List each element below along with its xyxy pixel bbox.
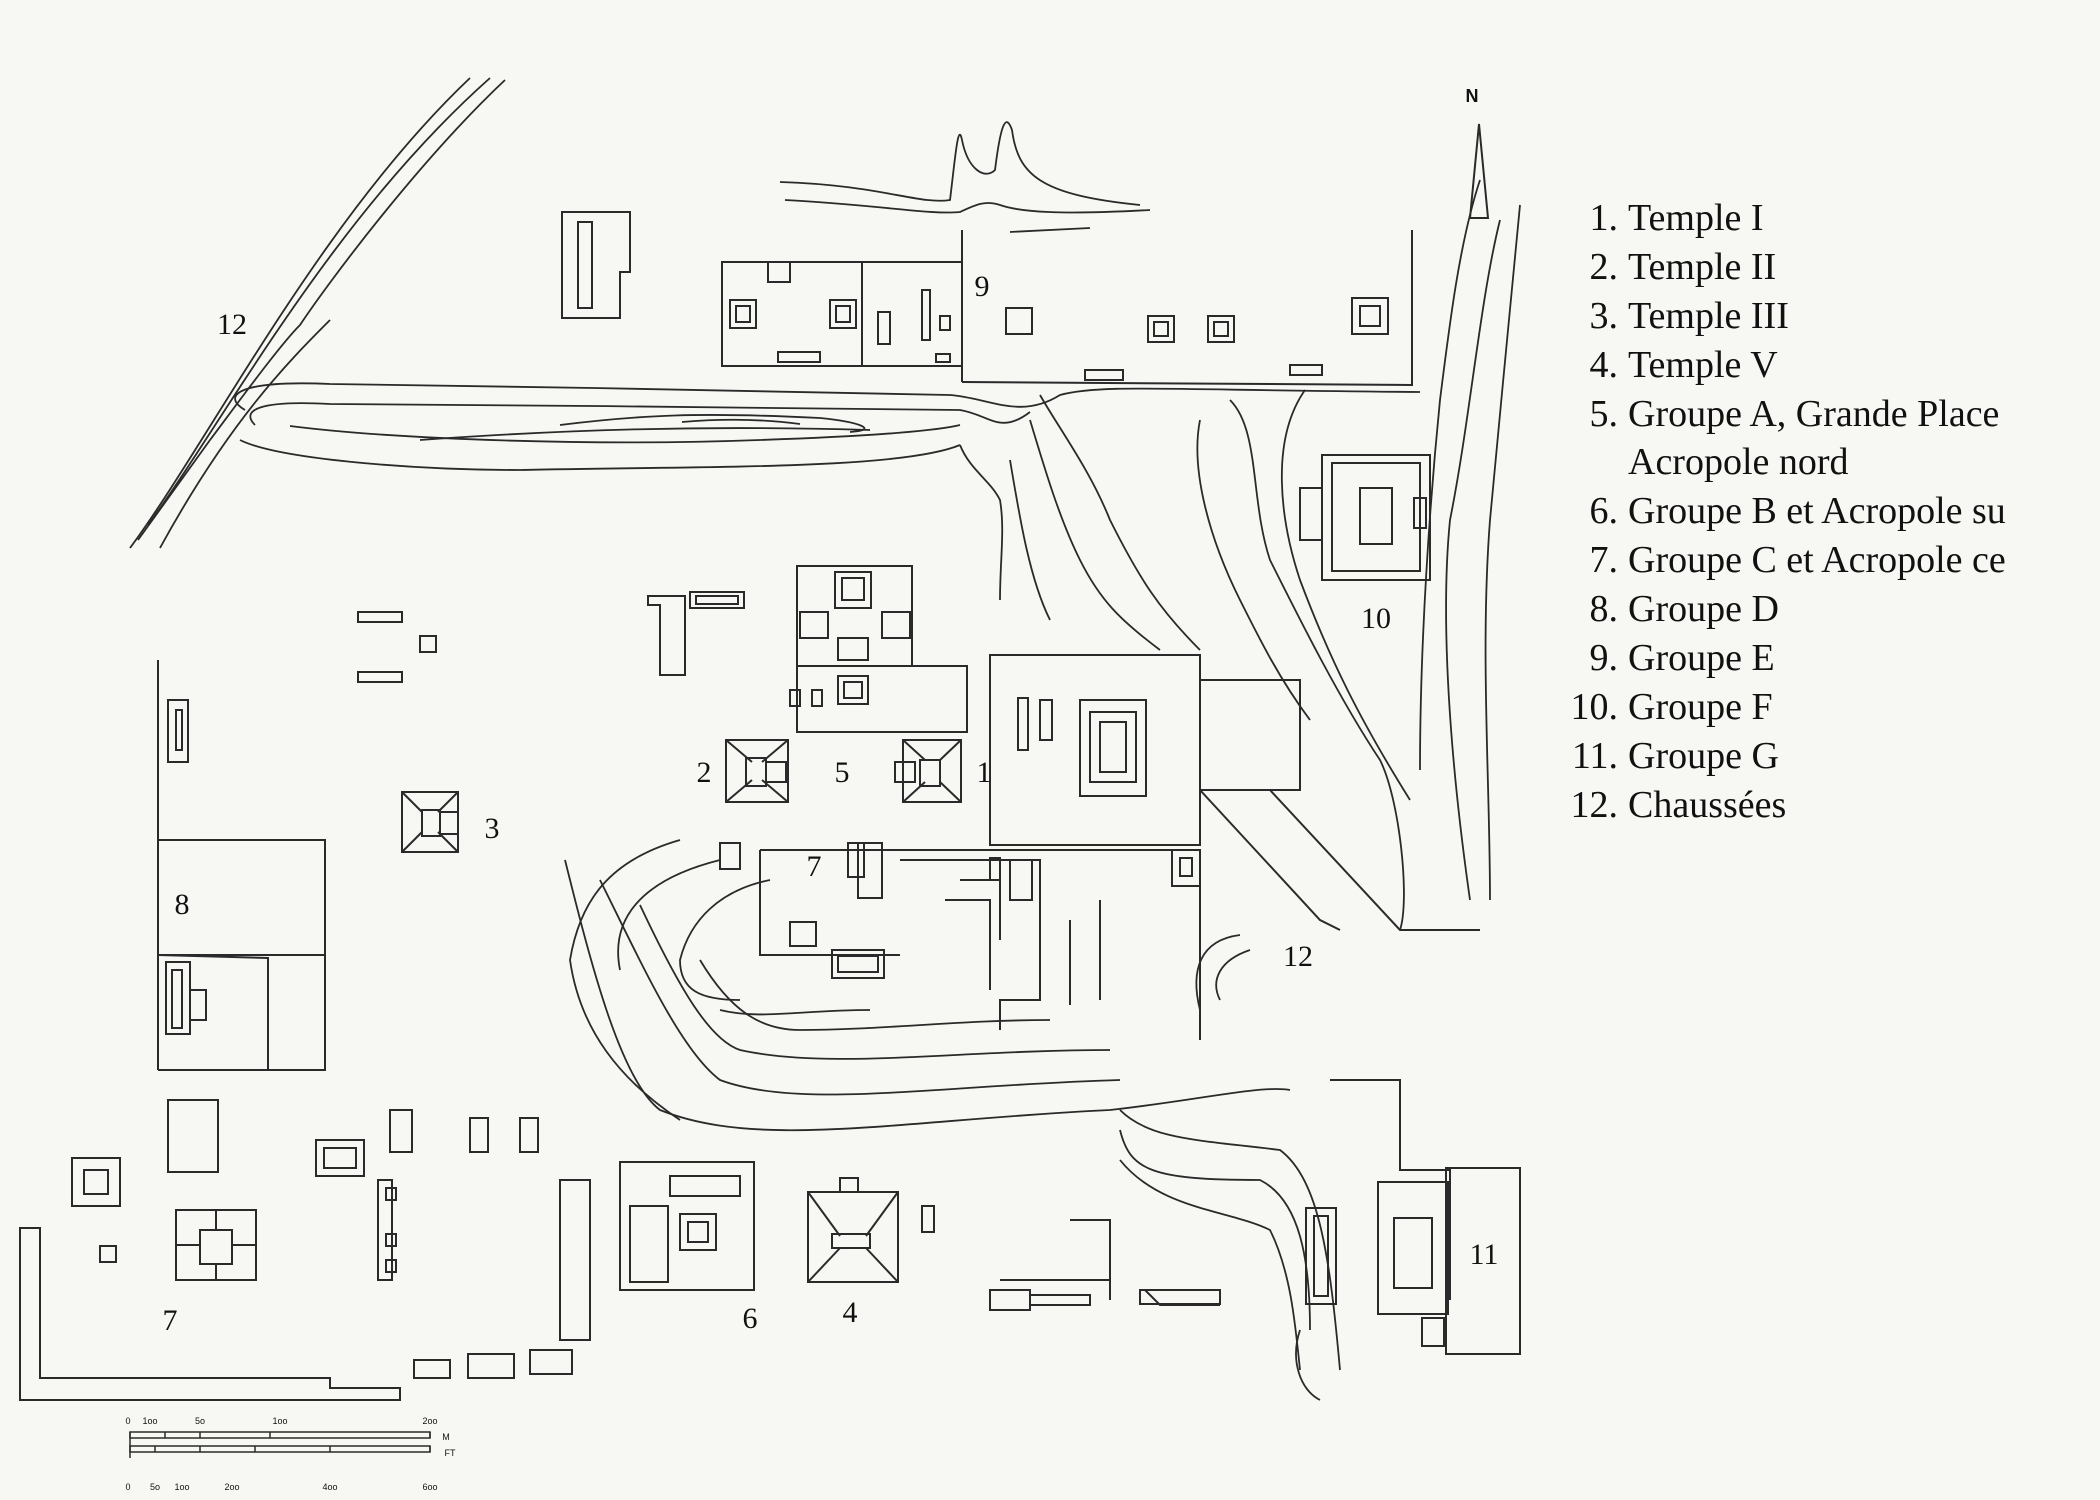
- legend-text: Temple III: [1628, 294, 1789, 337]
- legend-text: Groupe F: [1628, 685, 1773, 728]
- legend-number: 6.: [1589, 490, 1619, 533]
- legend-item: 10.Groupe F: [1556, 683, 2100, 732]
- legend-text: Groupe D: [1628, 588, 1779, 631]
- legend-item-continuation: Acropole nord: [1556, 438, 2100, 487]
- label-group-d: 8: [175, 888, 190, 921]
- legend-item: 7.Groupe C et Acropole ce: [1556, 536, 2100, 585]
- label-group-g: 11: [1470, 1238, 1499, 1271]
- label-temple-v: 4: [843, 1296, 858, 1329]
- scale-m-tick-3: 1oo: [272, 1416, 287, 1426]
- label-causeway-e: 12: [1283, 940, 1313, 973]
- label-plaza: 5: [835, 756, 850, 789]
- legend-text: Temple V: [1628, 343, 1778, 386]
- map-labels: 12 9 10 2 5 1 3 7 8 12 7 6 4 11: [163, 270, 1499, 1337]
- label-temple-ii: 2: [697, 756, 712, 789]
- legend-number: 8.: [1589, 588, 1619, 631]
- legend-text: Groupe A, Grande Place: [1628, 392, 2000, 435]
- legend-item: 2.Temple II: [1556, 243, 2100, 292]
- scale-m-tick-4: 2oo: [422, 1416, 437, 1426]
- label-group-f: 10: [1361, 602, 1391, 635]
- legend-number: 11.: [1571, 734, 1618, 777]
- scale-ft-tick-1: 5o: [150, 1482, 160, 1492]
- legend-text: Groupe C et Acropole ce: [1628, 539, 2006, 582]
- label-acropolis-c: 7: [807, 850, 822, 883]
- legend-number: 4.: [1589, 343, 1619, 386]
- legend-item: 8.Groupe D: [1556, 585, 2100, 634]
- legend-number: 12.: [1570, 783, 1619, 826]
- label-group-e: 9: [975, 270, 990, 303]
- legend-text: Groupe E: [1628, 637, 1775, 680]
- legend-item: 9.Groupe E: [1556, 634, 2100, 683]
- legend-number: 3.: [1589, 294, 1619, 337]
- scale-m-tick-1: 1oo: [142, 1416, 157, 1426]
- north-label: N: [1466, 86, 1479, 106]
- legend-item: 4.Temple V: [1556, 341, 2100, 390]
- legend-text: Groupe G: [1628, 734, 1779, 777]
- legend: 1.Temple I 2.Temple II 3.Temple III 4.Te…: [1556, 194, 2100, 830]
- contour-lines: [129, 77, 1521, 1401]
- scale-bar: 0 1oo 5o 1oo 2oo M FT 0 5o 1oo 2oo 4oo 6…: [125, 1416, 456, 1492]
- legend-number: 10.: [1570, 685, 1619, 728]
- legend-number: 7.: [1589, 539, 1619, 582]
- scale-m-unit: M: [442, 1432, 450, 1442]
- scale-ft-tick-5: 6oo: [422, 1482, 437, 1492]
- scale-ft-tick-2: 1oo: [174, 1482, 189, 1492]
- scale-m-tick-0: 0: [125, 1416, 130, 1426]
- legend-number: 1.: [1589, 197, 1619, 239]
- label-causeway-nw: 12: [217, 308, 247, 341]
- scale-ft-tick-0: 0: [125, 1482, 130, 1492]
- legend-item: 3.Temple III: [1556, 292, 2100, 341]
- label-temple-iii: 3: [485, 812, 500, 845]
- legend-number: 5.: [1589, 392, 1619, 435]
- legend-text: Temple I: [1628, 197, 1764, 239]
- scale-ft-tick-4: 4oo: [322, 1482, 337, 1492]
- legend-item: 12.Chaussées: [1556, 781, 2100, 830]
- north-arrow: N: [1466, 86, 1490, 219]
- legend-text: Chaussées: [1628, 783, 1787, 826]
- legend-text: Groupe B et Acropole su: [1628, 490, 2006, 533]
- legend-text: Temple II: [1628, 245, 1777, 288]
- legend-item: 11.Groupe G: [1556, 732, 2100, 781]
- scale-m-tick-2: 5o: [195, 1416, 205, 1426]
- structures: [19, 211, 1521, 1401]
- legend-item: 5.Groupe A, Grande Place: [1556, 390, 2100, 439]
- legend-text: Acropole nord: [1628, 441, 1849, 484]
- legend-number: 2.: [1589, 245, 1619, 288]
- legend-item: 6.Groupe B et Acropole su: [1556, 487, 2100, 536]
- label-group-b: 6: [743, 1302, 758, 1335]
- label-group-c: 7: [163, 1304, 178, 1337]
- legend-number: 9.: [1589, 637, 1619, 680]
- scale-ft-unit: FT: [445, 1448, 456, 1458]
- label-temple-i: 1: [977, 756, 992, 789]
- scale-ft-tick-3: 2oo: [224, 1482, 239, 1492]
- legend-item: 1.Temple I: [1556, 194, 2100, 243]
